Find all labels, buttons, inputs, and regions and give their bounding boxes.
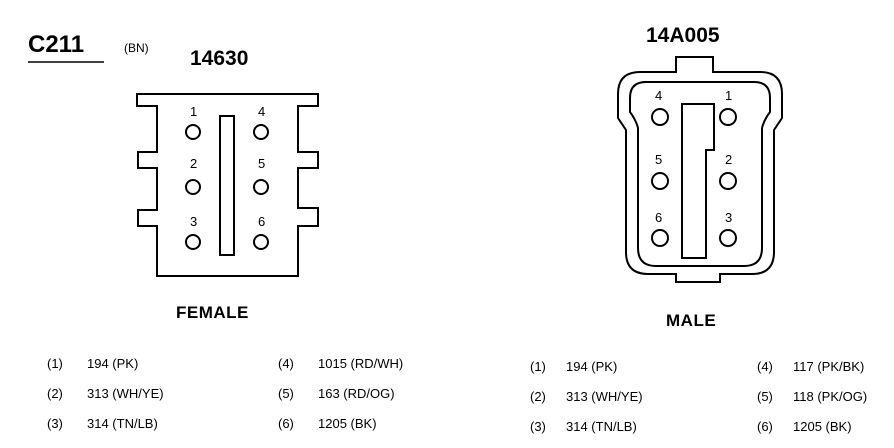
wire-desc: 118 (PK/OG) bbox=[793, 389, 867, 404]
connector-color-code: (BN) bbox=[124, 41, 149, 55]
male-pin-1 bbox=[719, 108, 737, 126]
wire-pin: (6) bbox=[278, 416, 294, 431]
male-pin-label: 2 bbox=[725, 152, 732, 167]
female-pins: 1 2 3 4 5 6 bbox=[185, 104, 269, 250]
connector-id: C211 bbox=[28, 31, 84, 58]
wire-desc: 194 (PK) bbox=[87, 356, 138, 371]
female-center-key bbox=[219, 115, 235, 256]
male-connector-outer bbox=[617, 56, 783, 283]
wire-desc: 117 (PK/BK) bbox=[793, 359, 864, 374]
wire-pin: (6) bbox=[757, 419, 773, 434]
male-pin-label: 1 bbox=[725, 88, 732, 103]
female-pin-6 bbox=[253, 234, 269, 250]
female-pin-label: 4 bbox=[258, 104, 265, 119]
wire-desc: 1205 (BK) bbox=[793, 419, 852, 434]
wire-pin: (1) bbox=[47, 356, 63, 371]
male-label: MALE bbox=[666, 311, 716, 330]
female-pin-label: 6 bbox=[258, 214, 265, 229]
male-wire-table: (1) 194 (PK) (2) 313 (WH/YE) (3) 314 (TN… bbox=[530, 359, 867, 434]
female-pin-4 bbox=[253, 124, 269, 140]
wire-desc: 314 (TN/LB) bbox=[87, 416, 158, 431]
wire-pin: (2) bbox=[47, 386, 63, 401]
male-pin-4 bbox=[651, 108, 669, 126]
male-pin-label: 3 bbox=[725, 210, 732, 225]
female-pin-1 bbox=[185, 124, 201, 140]
wire-pin: (5) bbox=[757, 389, 773, 404]
female-connector-body bbox=[136, 93, 319, 277]
female-part-number: 14630 bbox=[190, 47, 248, 70]
wire-desc: 313 (WH/YE) bbox=[87, 386, 164, 401]
wire-pin: (3) bbox=[530, 419, 546, 434]
male-part-number: 14A005 bbox=[646, 24, 720, 47]
female-pin-label: 5 bbox=[258, 156, 265, 171]
male-pin-label: 4 bbox=[655, 88, 662, 103]
male-pin-5 bbox=[651, 172, 669, 190]
wire-desc: 314 (TN/LB) bbox=[566, 419, 637, 434]
wire-pin: (1) bbox=[530, 359, 546, 374]
wire-pin: (3) bbox=[47, 416, 63, 431]
female-pin-3 bbox=[185, 234, 201, 250]
female-pin-label: 2 bbox=[190, 156, 197, 171]
wire-pin: (4) bbox=[757, 359, 773, 374]
wire-desc: 163 (RD/OG) bbox=[318, 386, 395, 401]
male-center-key bbox=[681, 103, 715, 259]
female-pin-label: 1 bbox=[190, 104, 197, 119]
male-pin-3 bbox=[719, 229, 737, 247]
female-pin-label: 3 bbox=[190, 214, 197, 229]
wire-desc: 1205 (BK) bbox=[318, 416, 377, 431]
wire-pin: (4) bbox=[278, 356, 294, 371]
female-label: FEMALE bbox=[176, 303, 249, 322]
wire-desc: 1015 (RD/WH) bbox=[318, 356, 403, 371]
male-pin-6 bbox=[651, 229, 669, 247]
female-pin-5 bbox=[253, 179, 269, 195]
wire-pin: (2) bbox=[530, 389, 546, 404]
male-pins: 1 2 3 4 5 6 bbox=[651, 88, 737, 247]
wire-desc: 194 (PK) bbox=[566, 359, 617, 374]
female-wire-table: (1) 194 (PK) (2) 313 (WH/YE) (3) 314 (TN… bbox=[47, 356, 403, 431]
male-connector-inner bbox=[629, 81, 771, 267]
male-pin-label: 5 bbox=[655, 152, 662, 167]
male-pin-2 bbox=[719, 172, 737, 190]
male-pin-label: 6 bbox=[655, 210, 662, 225]
wire-pin: (5) bbox=[278, 386, 294, 401]
wire-desc: 313 (WH/YE) bbox=[566, 389, 643, 404]
female-pin-2 bbox=[185, 179, 201, 195]
